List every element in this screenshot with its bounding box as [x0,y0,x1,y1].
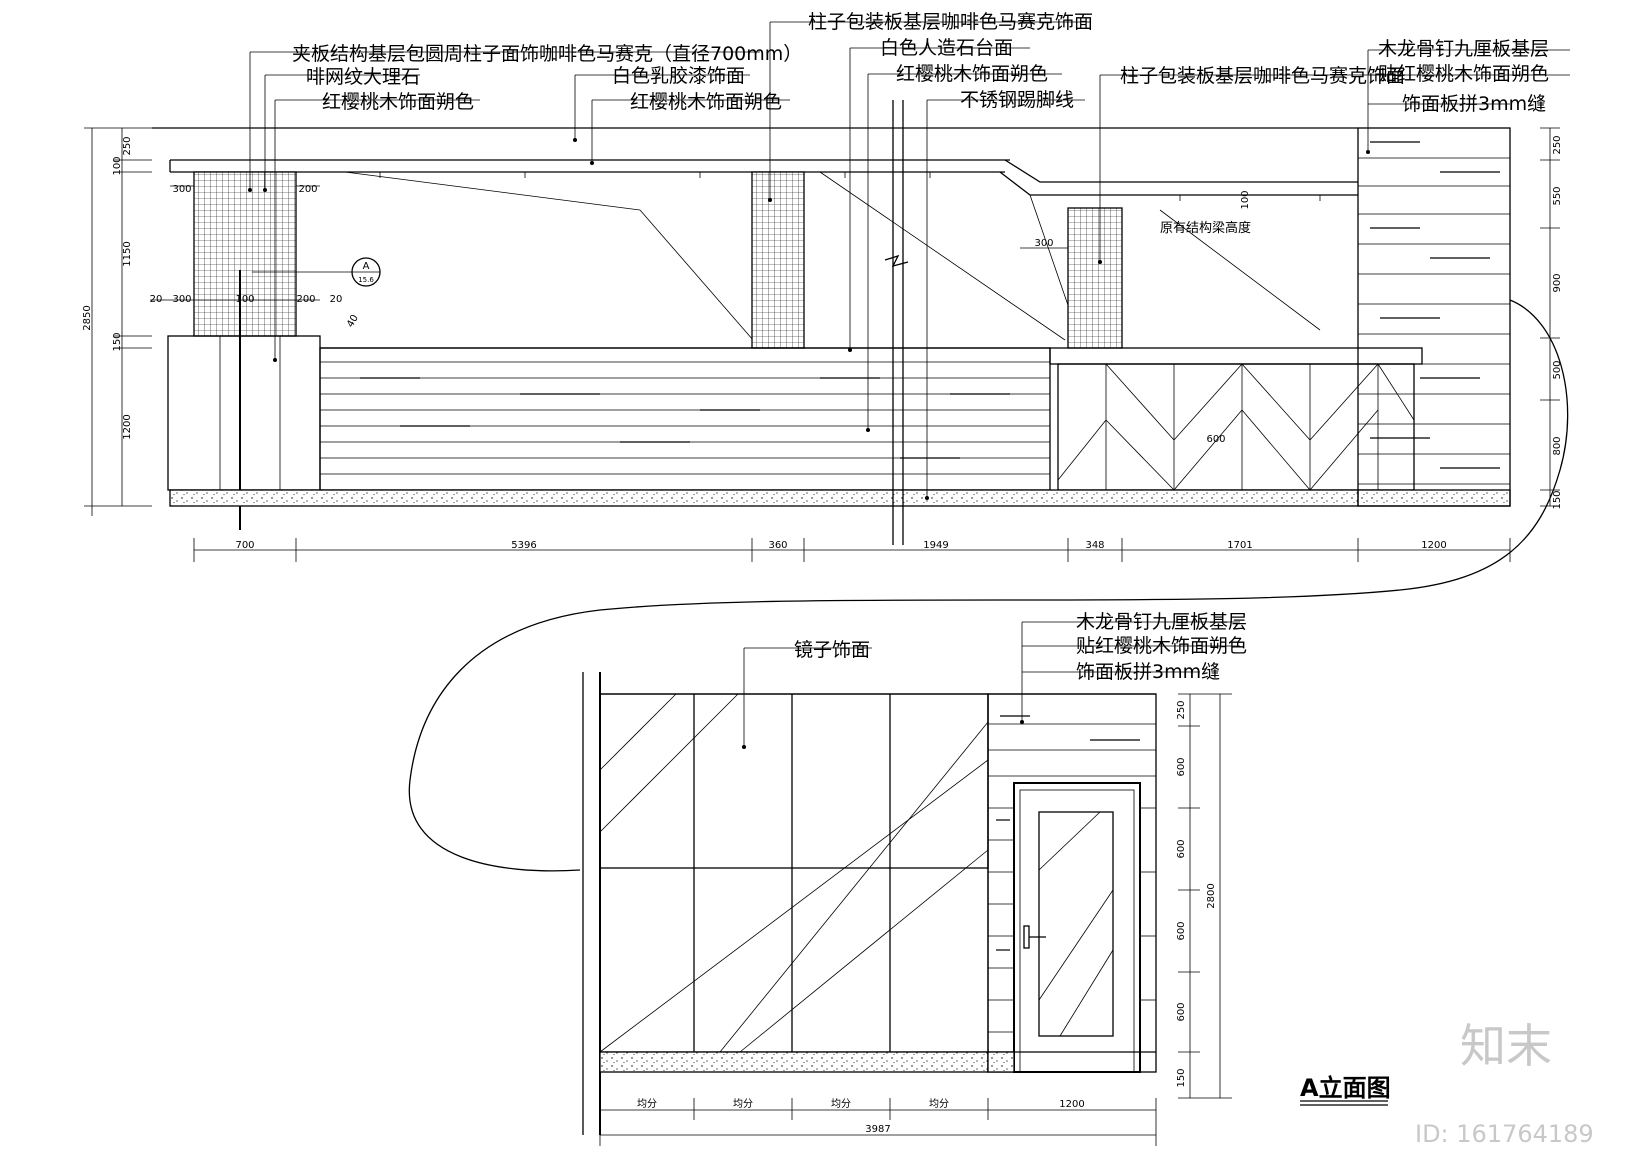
right-dim-4: 500 [1552,360,1563,379]
mosaic-column-2 [751,171,805,349]
top-dim-1: 300 [172,184,191,195]
callout-keel-base: 木龙骨钉九厘板基层 [1378,38,1549,60]
callout-cherry-veneer-2: 贴红樱桃木饰面朔色 [1076,635,1247,657]
callout-column-mosaic: 夹板结构基层包圆周柱子面饰咖啡色马赛克（直径700mm） [292,43,802,65]
b-bottom-dim-5: 1200 [1059,1099,1084,1110]
callout-marble: 啡网纹大理石 [306,66,420,88]
callout-mirror: 镜子饰面 [794,639,870,661]
callout-cherry-1: 红樱桃木饰面朔色 [322,91,474,113]
callout-3mm-joint-2: 饰面板拼3mm缝 [1076,661,1220,683]
top-dim-6: 200 [296,294,315,305]
callout-cherry-veneer: 贴红樱桃木饰面朔色 [1378,63,1549,85]
top-dim-10: 600 [1206,434,1225,445]
left-dim-5: 1200 [122,414,133,439]
top-dim-3: 20 [150,294,163,305]
watermark-logo: 知末 [1460,1019,1552,1073]
door-handle [1023,925,1030,949]
callout-cherry-3: 红樱桃木饰面朔色 [896,63,1048,85]
top-dim-2: 200 [298,184,317,195]
callout-column-mosaic-3: 柱子包装板基层咖啡色马赛克饰面 [1120,65,1405,87]
b-bottom-dim-3: 均分 [831,1098,851,1110]
callout-countertop: 白色人造石台面 [880,37,1013,59]
left-dim-2: 100 [112,156,123,175]
callout-keel-base-2: 木龙骨钉九厘板基层 [1076,611,1247,633]
b-right-dim-6: 150 [1176,1068,1187,1087]
right-dim-6: 150 [1552,490,1563,509]
callout-skirting: 不锈钢踢脚线 [960,89,1074,111]
b-bottom-dim-1: 均分 [637,1098,657,1110]
top-dim-11: 100 [1240,190,1251,209]
b-bottom-dim-2: 均分 [733,1098,753,1110]
b-right-dim-4: 600 [1176,921,1187,940]
top-dim-9: 40 [345,313,361,330]
right-dim-1: 250 [1552,135,1563,154]
b-right-dim-5: 600 [1176,1002,1187,1021]
mosaic-column-3 [1067,207,1123,349]
section-marker-sheet: 15.6 [358,276,374,284]
bottom-dim-3: 360 [768,540,787,551]
left-dim-3: 1150 [122,241,133,266]
top-dim-4: 300 [172,294,191,305]
top-dim-8: 300 [1034,238,1053,249]
left-dim-4: 150 [112,332,123,351]
bottom-dim-5: 348 [1085,540,1104,551]
top-dim-7: 20 [330,294,343,305]
bottom-dim-6: 1701 [1227,540,1252,551]
revision-cloud [408,299,1569,872]
b-right-dim-1: 250 [1176,700,1187,719]
right-dim-5: 800 [1552,436,1563,455]
bottom-dim-2: 5396 [511,540,536,551]
section-marker-letter: A [363,261,370,272]
callout-cherry-2: 红樱桃木饰面朔色 [630,91,782,113]
door-glass [1038,811,1114,1037]
left-dim-1: 250 [122,136,133,155]
mosaic-column-1 [193,171,297,337]
callout-latex-paint: 白色乳胶漆饰面 [612,65,745,87]
callout-column-mosaic-2: 柱子包装板基层咖啡色马赛克饰面 [808,11,1093,33]
right-dim-3: 900 [1552,273,1563,292]
right-dim-2: 550 [1552,186,1563,205]
left-dim-6: 2850 [82,305,93,330]
top-elevation: A 15.6 [82,11,1570,562]
bottom-dim-1: 700 [235,540,254,551]
b-right-dim-3: 600 [1176,839,1187,858]
drawing-title: A立面图 [1300,1074,1391,1102]
watermark-id: ID: 161764189 [1415,1120,1594,1148]
b-bottom-dim-total: 3987 [865,1124,890,1135]
bottom-dim-7: 1200 [1421,540,1446,551]
b-right-dim-2: 600 [1176,757,1187,776]
bottom-dim-4: 1949 [923,540,948,551]
callout-3mm-joint: 饰面板拼3mm缝 [1402,93,1546,115]
b-right-dim-total: 2800 [1206,883,1217,908]
callout-beam-height: 原有结构梁高度 [1160,220,1251,236]
top-dim-5: 100 [235,294,254,305]
door [1013,782,1141,1073]
bottom-elevation: 镜子饰面 木龙骨钉九厘板基层 贴红樱桃木饰面朔色 饰面板拼3mm缝 250 60… [582,611,1247,1146]
b-bottom-dim-4: 均分 [929,1098,949,1110]
